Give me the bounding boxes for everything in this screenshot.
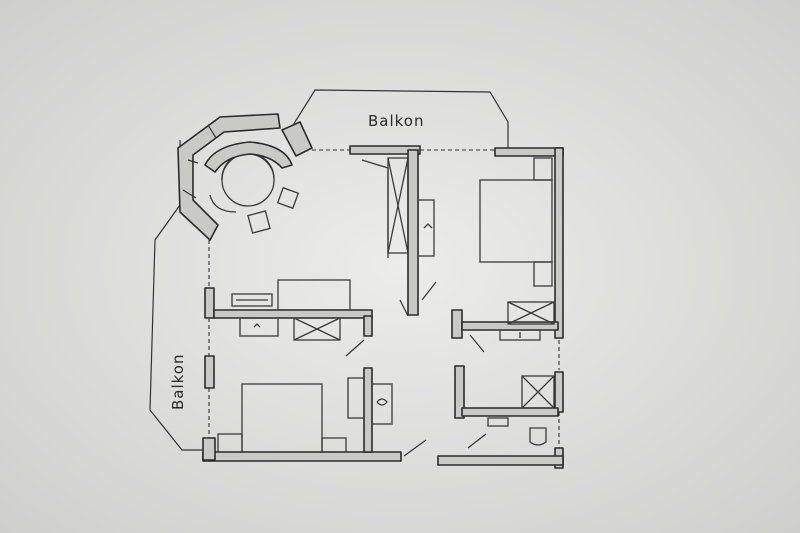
shower-lower	[521, 375, 555, 409]
dresser	[417, 199, 435, 257]
cabinet	[371, 383, 393, 425]
sofa	[277, 279, 351, 311]
balcony-top-label: Balkon	[368, 112, 425, 130]
top-balcony-outline	[289, 89, 509, 150]
right-wall	[554, 147, 564, 339]
wardrobe-top	[361, 157, 409, 258]
door-swing	[467, 433, 487, 449]
interior-wall-horizontal	[213, 309, 373, 319]
nightstand	[239, 317, 279, 337]
door-swing	[421, 281, 437, 301]
door-swing	[345, 339, 365, 357]
interior-wall-vertical	[407, 149, 419, 316]
side-table	[231, 293, 273, 307]
left-wall	[204, 287, 215, 319]
small-sink	[487, 417, 509, 427]
bottom-wall	[202, 451, 402, 462]
corner-window-frame	[281, 121, 313, 157]
dining-table-group	[204, 141, 300, 234]
balcony-left-label: Balkon	[169, 354, 187, 411]
door-swing	[399, 299, 409, 317]
chair	[247, 210, 271, 234]
curved-corner-wall	[177, 113, 281, 241]
door-swing	[403, 439, 427, 457]
sink	[499, 329, 541, 341]
wardrobe-bottom	[293, 317, 341, 341]
door-swing	[469, 334, 485, 353]
chair	[276, 186, 300, 210]
toilet	[529, 427, 547, 446]
shower-upper	[507, 301, 555, 325]
bed-left	[217, 383, 347, 453]
dresser-left	[347, 377, 365, 419]
bed-right	[479, 157, 553, 287]
corner-bench	[204, 141, 293, 173]
